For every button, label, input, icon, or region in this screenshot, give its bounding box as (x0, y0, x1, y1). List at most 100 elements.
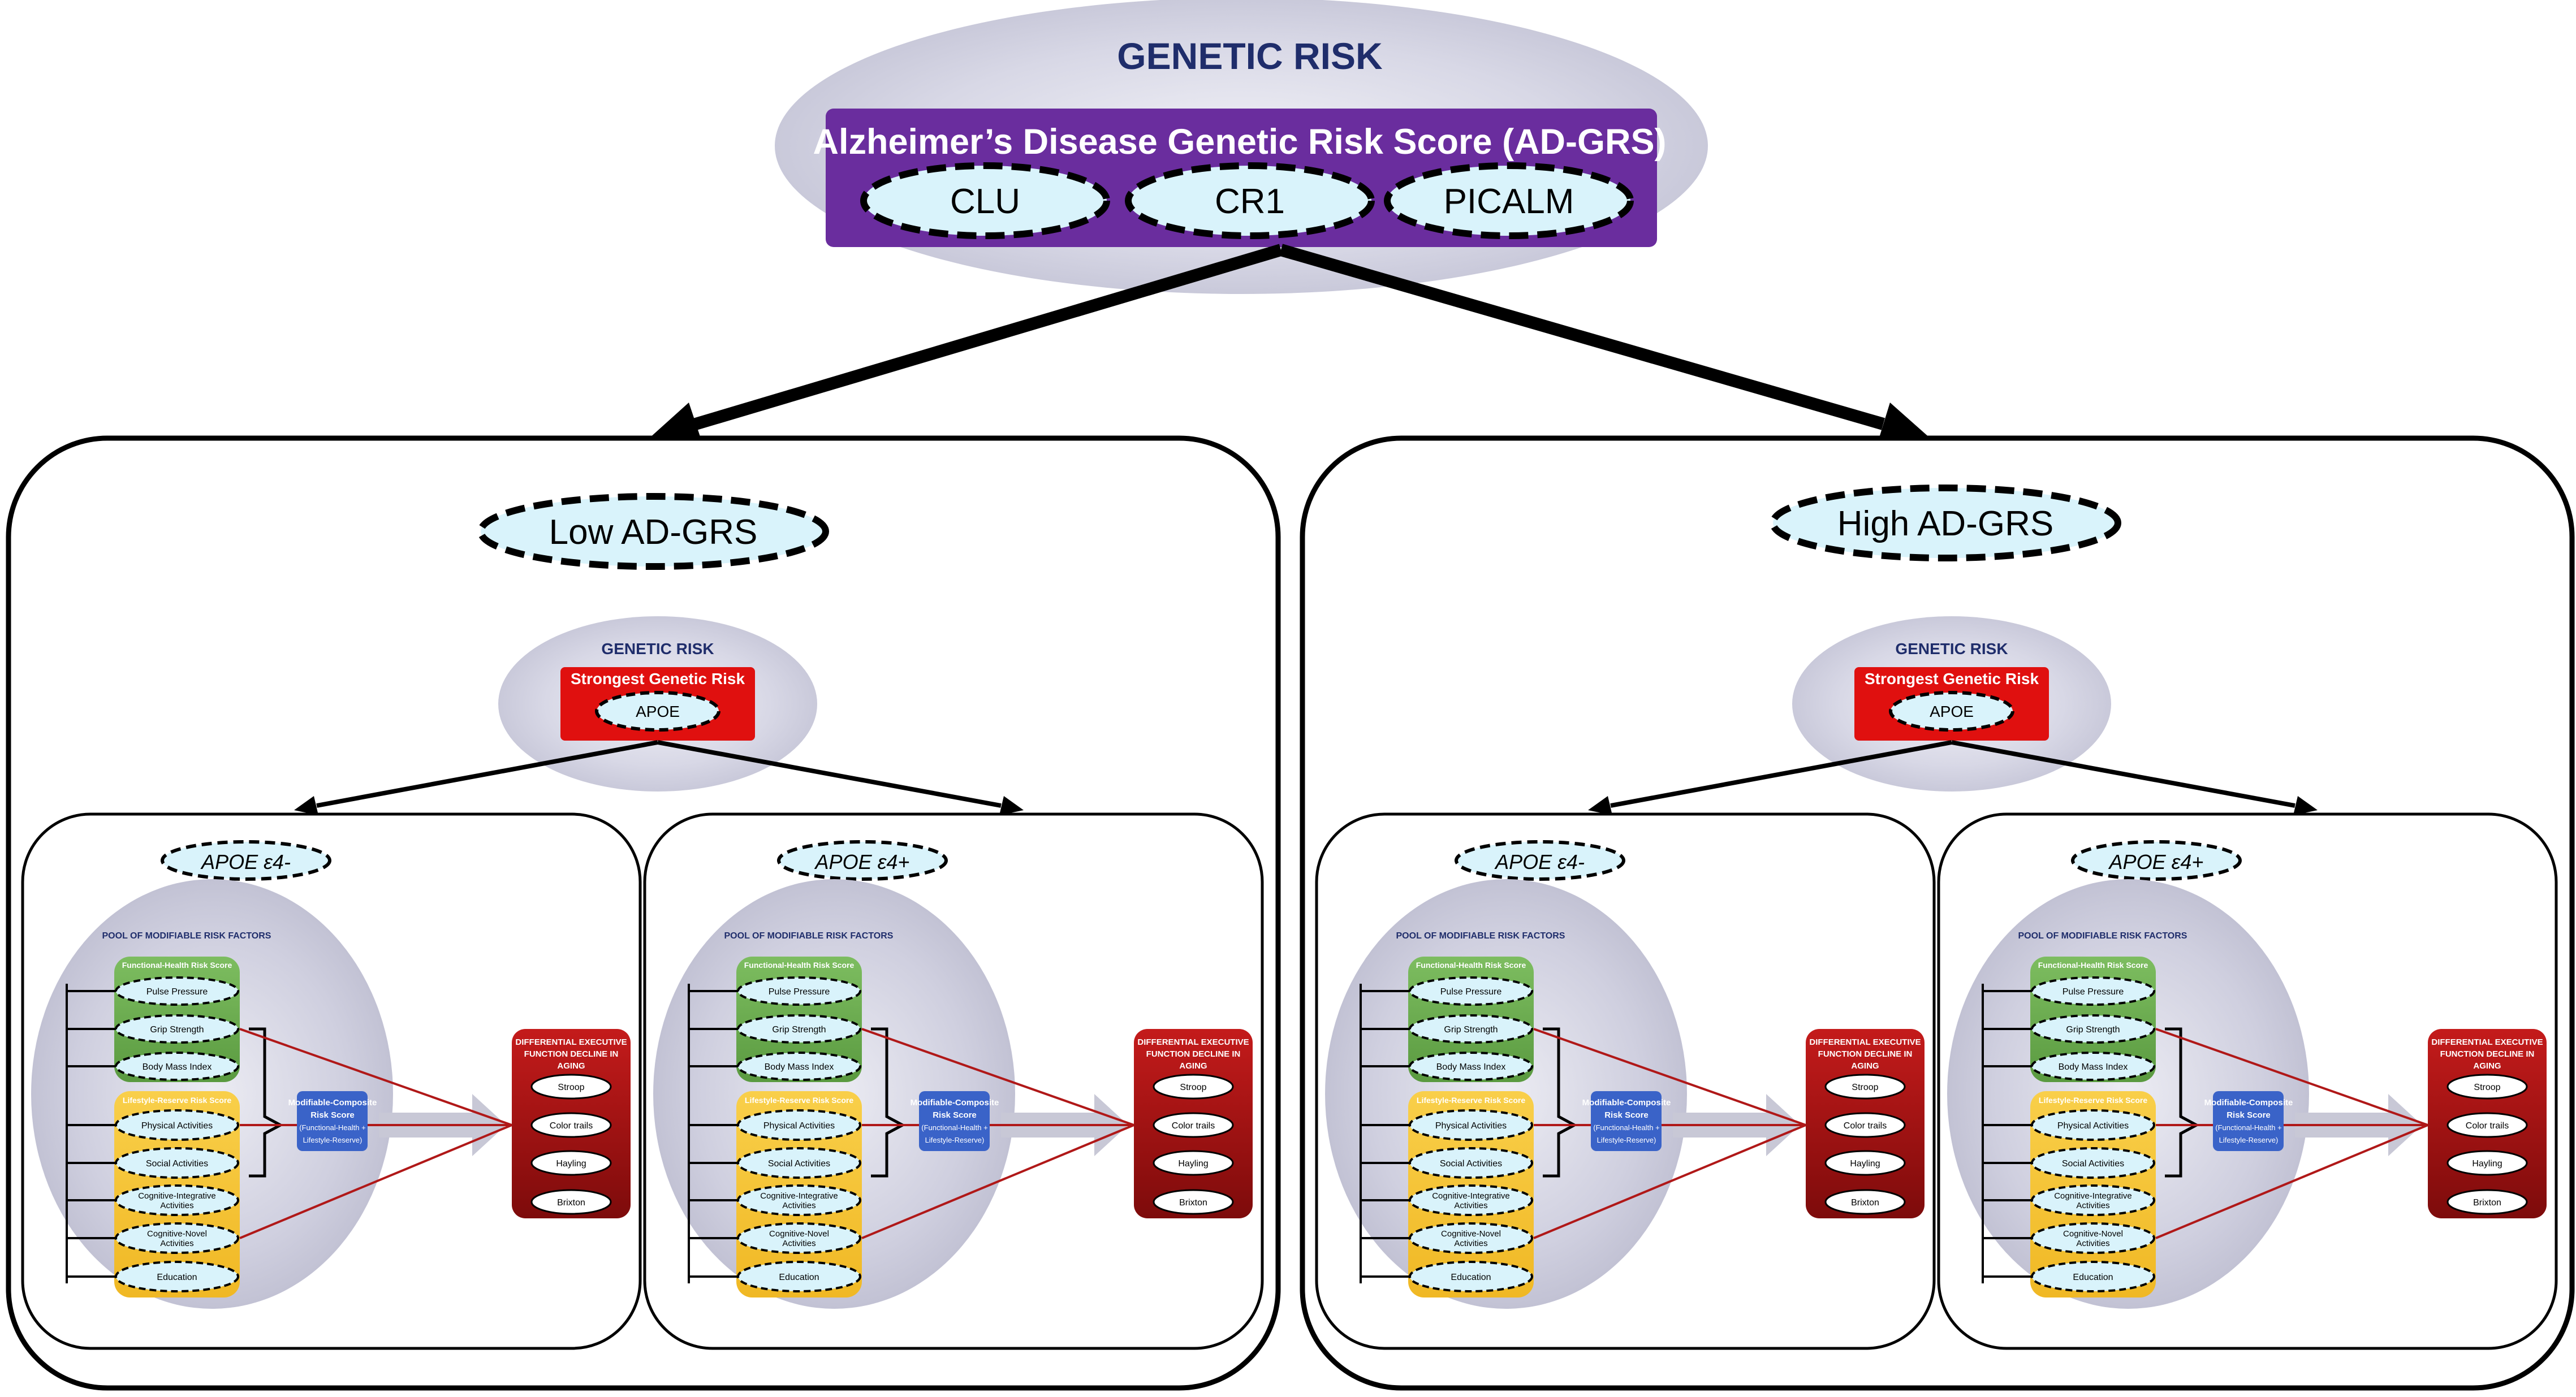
svg-text:PICALM: PICALM (1444, 182, 1574, 221)
outcome-test: Color trails (2466, 1121, 2509, 1131)
apoe-subpanel: APOE ε4-POOL OF MODIFIABLE RISK FACTORSF… (21, 812, 642, 1350)
lifestyle-item: Physical Activities (763, 1121, 835, 1131)
outcome-title: AGING (1179, 1061, 1207, 1071)
pool-title: POOL OF MODIFIABLE RISK FACTORS (724, 931, 894, 941)
apoe-ellipse (595, 691, 720, 732)
risk-connector (239, 1028, 512, 1126)
lifestyle-item-line2: Activities (1454, 1239, 1487, 1248)
test-ellipse (1153, 1189, 1234, 1215)
lifestyle-item-ellipse (115, 1261, 239, 1292)
lifestyle-item-ellipse (737, 1222, 861, 1254)
functional-item: Body Mass Index (765, 1062, 834, 1072)
lifestyle-item: Cognitive-Integrative (2054, 1191, 2132, 1201)
functional-item-ellipse (1409, 1014, 1533, 1044)
functional-item-ellipse (2031, 1052, 2155, 1081)
test-ellipse (530, 1150, 612, 1176)
lifestyle-reserve-title: Lifestyle-Reserve Risk Score (745, 1096, 853, 1105)
test-ellipse (530, 1189, 612, 1215)
outcome-test: Stroop (1852, 1083, 1878, 1092)
functional-item-ellipse (115, 1052, 239, 1081)
lifestyle-item: Cognitive-Integrative (138, 1191, 216, 1201)
outcome-test: Brixton (557, 1198, 585, 1208)
risk-connector (239, 1124, 512, 1239)
composite-line: (Functional-Health + (2215, 1123, 2281, 1132)
test-ellipse (1153, 1150, 1234, 1176)
lifestyle-item: Cognitive-Novel (2063, 1229, 2123, 1239)
lifestyle-item-ellipse (1409, 1147, 1533, 1179)
outcome-title: DIFFERENTIAL EXECUTIVE (1809, 1037, 1921, 1047)
outcome-test: Color trails (550, 1121, 593, 1131)
lifestyle-item-ellipse (2031, 1222, 2155, 1254)
composite-line: Modifiable-Composite (911, 1098, 999, 1108)
lifestyle-reserve-title: Lifestyle-Reserve Risk Score (123, 1096, 231, 1105)
outcome-test: Hayling (556, 1159, 586, 1169)
apoe-group-label: APOE ε4+ (2071, 840, 2242, 881)
apoe-subpanel: APOE ε4+POOL OF MODIFIABLE RISK FACTORSF… (643, 812, 1264, 1350)
group-label-text: APOE ε4+ (814, 850, 910, 873)
gene-clu: CLU (860, 162, 1110, 239)
gene-picalm: PICALM (1384, 162, 1634, 239)
strongest-risk-label: Strongest Genetic Risk (571, 670, 745, 687)
risk-connector (1533, 1124, 1806, 1239)
outcome-test: Color trails (1172, 1121, 1215, 1131)
group-label-text: APOE ε4- (200, 850, 291, 873)
lifestyle-item-line2: Activities (782, 1201, 815, 1210)
functional-item-ellipse (737, 1052, 861, 1081)
lifestyle-reserve-title: Lifestyle-Reserve Risk Score (1417, 1096, 1525, 1105)
lifestyle-item: Social Activities (768, 1159, 830, 1169)
lifestyle-item-ellipse (1409, 1109, 1533, 1141)
top-heading: GENETIC RISK (1117, 35, 1383, 77)
apoe-subpanel: APOE ε4+POOL OF MODIFIABLE RISK FACTORSF… (1937, 812, 2558, 1350)
test-ellipse (2446, 1074, 2528, 1100)
functional-item: Body Mass Index (1436, 1062, 1506, 1072)
composite-score-box (1591, 1091, 1662, 1151)
functional-item: Grip Strength (1444, 1025, 1498, 1035)
composite-line: Risk Score (2227, 1110, 2271, 1120)
lifestyle-item-line2: Activities (160, 1239, 193, 1248)
outcome-title: FUNCTION DECLINE IN (2440, 1049, 2535, 1059)
lifestyle-item-ellipse (2031, 1109, 2155, 1141)
lifestyle-item-ellipse (2031, 1261, 2155, 1292)
risk-connector (861, 1028, 1134, 1126)
lifestyle-item-ellipse (737, 1109, 861, 1141)
functional-item: Pulse Pressure (769, 987, 830, 997)
pool-title: POOL OF MODIFIABLE RISK FACTORS (1396, 931, 1565, 941)
panel-label-ellipse (477, 493, 829, 570)
functional-health-title: Functional-Health Risk Score (1416, 961, 1526, 970)
lifestyle-item-line2: Activities (160, 1201, 193, 1210)
composite-line: (Functional-Health + (921, 1123, 987, 1132)
test-ellipse (1824, 1150, 1906, 1176)
lifestyle-item-ellipse (2031, 1184, 2155, 1216)
functional-item: Pulse Pressure (146, 987, 208, 997)
risk-connector (2155, 1028, 2428, 1126)
lifestyle-item-ellipse (115, 1222, 239, 1254)
composite-line: Risk Score (933, 1110, 977, 1120)
lifestyle-item-line2: Activities (2076, 1239, 2109, 1248)
outcome-test: Hayling (2472, 1159, 2502, 1169)
lifestyle-item-ellipse (1409, 1222, 1533, 1254)
functional-item-ellipse (115, 976, 239, 1006)
outcome-test: Color trails (1844, 1121, 1887, 1131)
panel-label: High AD-GRS (1837, 504, 2053, 543)
lifestyle-item: Physical Activities (141, 1121, 213, 1131)
outcome-title: DIFFERENTIAL EXECUTIVE (2431, 1037, 2543, 1047)
lifestyle-item: Education (1451, 1273, 1491, 1282)
apoe-label: APOE (1930, 703, 1974, 720)
test-ellipse (2446, 1112, 2528, 1138)
composite-line: Lifestyle-Reserve) (303, 1136, 363, 1144)
functional-item-ellipse (1409, 976, 1533, 1006)
functional-item-ellipse (115, 1014, 239, 1044)
outcome-test: Stroop (558, 1083, 584, 1092)
lifestyle-item-ellipse (737, 1147, 861, 1179)
functional-item: Grip Strength (772, 1025, 826, 1035)
risk-connector (861, 1124, 1134, 1239)
outcome-test: Brixton (1179, 1198, 1207, 1208)
outcome-test: Hayling (1178, 1159, 1208, 1169)
test-ellipse (2446, 1189, 2528, 1215)
lifestyle-item-ellipse (2031, 1147, 2155, 1179)
apoe-label: APOE (636, 703, 680, 720)
test-ellipse (1153, 1112, 1234, 1138)
composite-score-box (2213, 1091, 2284, 1151)
test-ellipse (530, 1074, 612, 1100)
